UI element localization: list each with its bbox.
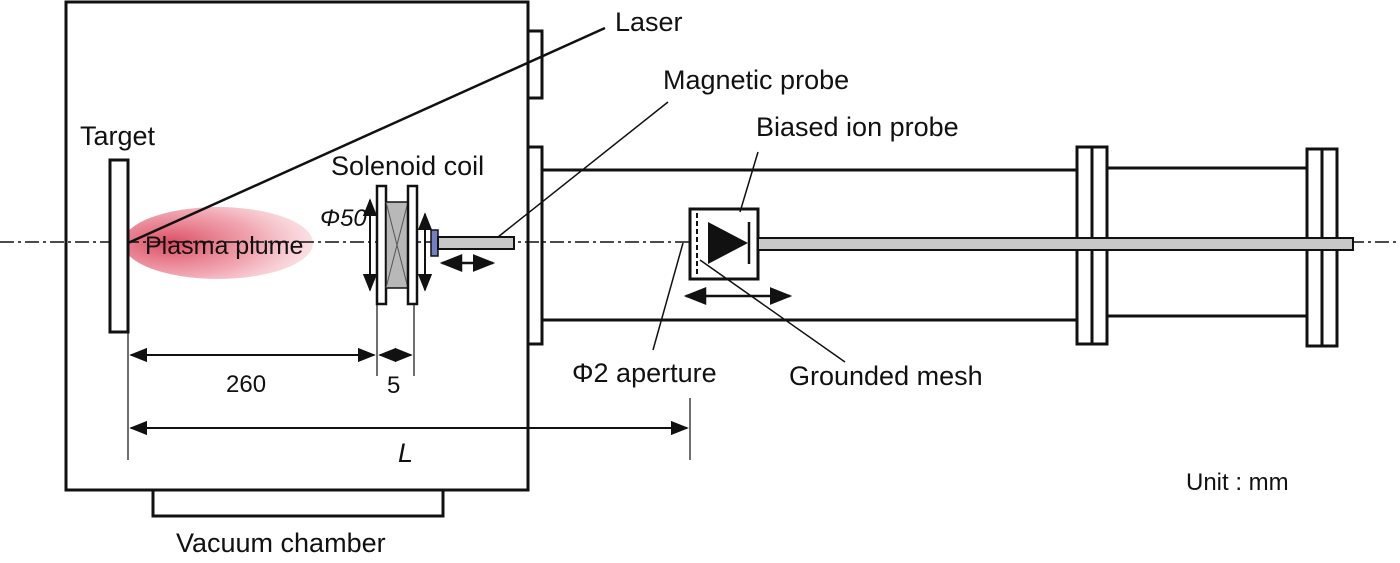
dimension-L-label: L: [398, 438, 413, 468]
ion-collector-symbol: [708, 222, 748, 264]
dimension-260-label: 260: [226, 371, 266, 398]
biased-ion-probe-leader: [739, 151, 759, 213]
solenoid-coil-cross-2: [385, 201, 409, 289]
biased-ion-probe-label: Biased ion probe: [756, 112, 959, 142]
upper-port-flange: [526, 29, 544, 100]
magnetic-probe-label: Magnetic probe: [663, 65, 849, 95]
vacuum-chamber-base: [151, 488, 445, 518]
solenoid-coil-left-plate: [375, 184, 388, 306]
phi50-label: Φ50: [320, 205, 367, 232]
target-plate: [108, 158, 130, 334]
laser-label: Laser: [615, 7, 683, 37]
side-port-flange: [526, 145, 544, 346]
grounded-mesh-leader: [699, 259, 846, 363]
phi2-aperture-label: Φ2 aperture: [572, 358, 717, 388]
aperture-leader: [652, 242, 684, 351]
laser-beam: [127, 26, 606, 245]
magnetic-probe-rod: [437, 236, 515, 250]
magnetic-probe-leader: [497, 101, 669, 238]
ion-probe-rod: [757, 237, 1354, 251]
vacuum-chamber-label: Vacuum chamber: [176, 528, 386, 558]
unit-label: Unit : mm: [1186, 469, 1289, 496]
plasma-plume-label: Plasma plume: [145, 232, 303, 260]
dimension-5-label: 5: [387, 372, 400, 399]
magnetic-probe-tip: [430, 229, 439, 257]
solenoid-coil-label: Solenoid coil: [331, 151, 484, 181]
grounded-mesh-label: Grounded mesh: [789, 361, 983, 391]
solenoid-coil-right-plate: [406, 184, 419, 306]
target-label: Target: [80, 121, 156, 151]
